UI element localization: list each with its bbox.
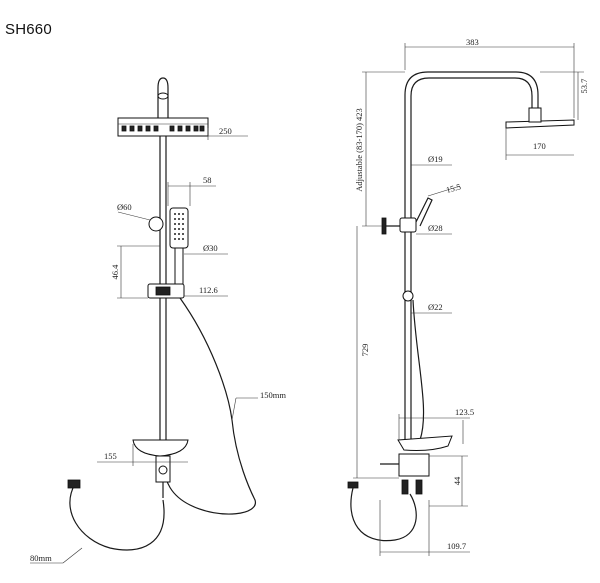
dim-head-depth: 170 bbox=[533, 141, 546, 151]
side-valve-handle bbox=[381, 217, 387, 235]
front-bracket bbox=[148, 216, 164, 232]
side-mixer-valve-r bbox=[415, 479, 423, 495]
side-mixer-valve-l bbox=[401, 479, 409, 495]
dim-arm-reach: 383 bbox=[466, 37, 479, 47]
dim-mixer-depth: 109.7 bbox=[447, 541, 466, 551]
dim-slider-depth: 112.6 bbox=[199, 285, 218, 295]
dim-bracket-leader bbox=[117, 211, 151, 221]
model-code: SH660 bbox=[5, 21, 52, 38]
dim-handset-angle: 15.5 bbox=[445, 181, 462, 195]
dim-hose-end: 80mm bbox=[30, 553, 52, 563]
dim-upper-pipe: Ø19 bbox=[428, 154, 443, 164]
front-head-nozzles bbox=[121, 125, 205, 132]
dim-lower-length: 729 bbox=[360, 344, 370, 357]
dim-handset-width: 58 bbox=[203, 175, 212, 185]
dim-head-width: 250 bbox=[219, 126, 232, 136]
front-inlet-hose bbox=[69, 483, 165, 551]
dim-side-bracket: Ø28 bbox=[428, 223, 443, 233]
dim-handle-dia: Ø30 bbox=[203, 243, 218, 253]
dim-hose-end-leader bbox=[62, 547, 83, 564]
side-inlet-hose bbox=[350, 487, 417, 542]
dim-bracket-dia: Ø60 bbox=[117, 202, 132, 212]
front-view: 250 58 Ø60 Ø30 46.4 112.6 150mm 155 80mm bbox=[30, 77, 286, 564]
side-shower-head bbox=[505, 119, 575, 129]
dim-handset-angle-line bbox=[427, 185, 461, 197]
side-view: 383 53.7 170 Adjustable (83-170) 423 Ø19… bbox=[347, 37, 589, 556]
dim-mixer-height: 44 bbox=[452, 476, 462, 485]
side-mixer bbox=[398, 453, 430, 477]
dim-hose-length: 150mm bbox=[260, 390, 286, 400]
side-bracket bbox=[399, 217, 417, 233]
side-head-joint bbox=[528, 107, 542, 123]
dim-hose-leader bbox=[231, 397, 237, 421]
front-slider-knob bbox=[155, 286, 171, 296]
side-slider bbox=[402, 290, 414, 302]
side-hose bbox=[412, 299, 425, 441]
dim-head-drop: 53.7 bbox=[579, 79, 589, 94]
side-handset bbox=[415, 197, 433, 227]
front-cap-ring bbox=[157, 92, 169, 100]
front-handset-handle bbox=[174, 247, 184, 285]
front-inlet-nut bbox=[67, 479, 81, 489]
dim-lower-pipe: Ø22 bbox=[428, 302, 443, 312]
side-tray bbox=[397, 435, 453, 451]
side-inlet-nut bbox=[347, 481, 359, 489]
dim-slider-height: 46.4 bbox=[110, 264, 120, 280]
dim-adjustable: Adjustable (83-170) 423 bbox=[354, 108, 364, 192]
front-hose bbox=[164, 297, 256, 515]
dim-tray-depth: 123.5 bbox=[455, 407, 474, 417]
front-top-cap bbox=[157, 77, 169, 118]
front-mixer-knob bbox=[158, 465, 168, 475]
dim-tray-width: 155 bbox=[104, 451, 117, 461]
side-arm-inner bbox=[410, 77, 533, 440]
front-handset-nozzles bbox=[174, 213, 184, 240]
front-tray bbox=[132, 439, 189, 457]
front-shower-head bbox=[117, 117, 209, 137]
side-arm-outer bbox=[404, 71, 539, 440]
